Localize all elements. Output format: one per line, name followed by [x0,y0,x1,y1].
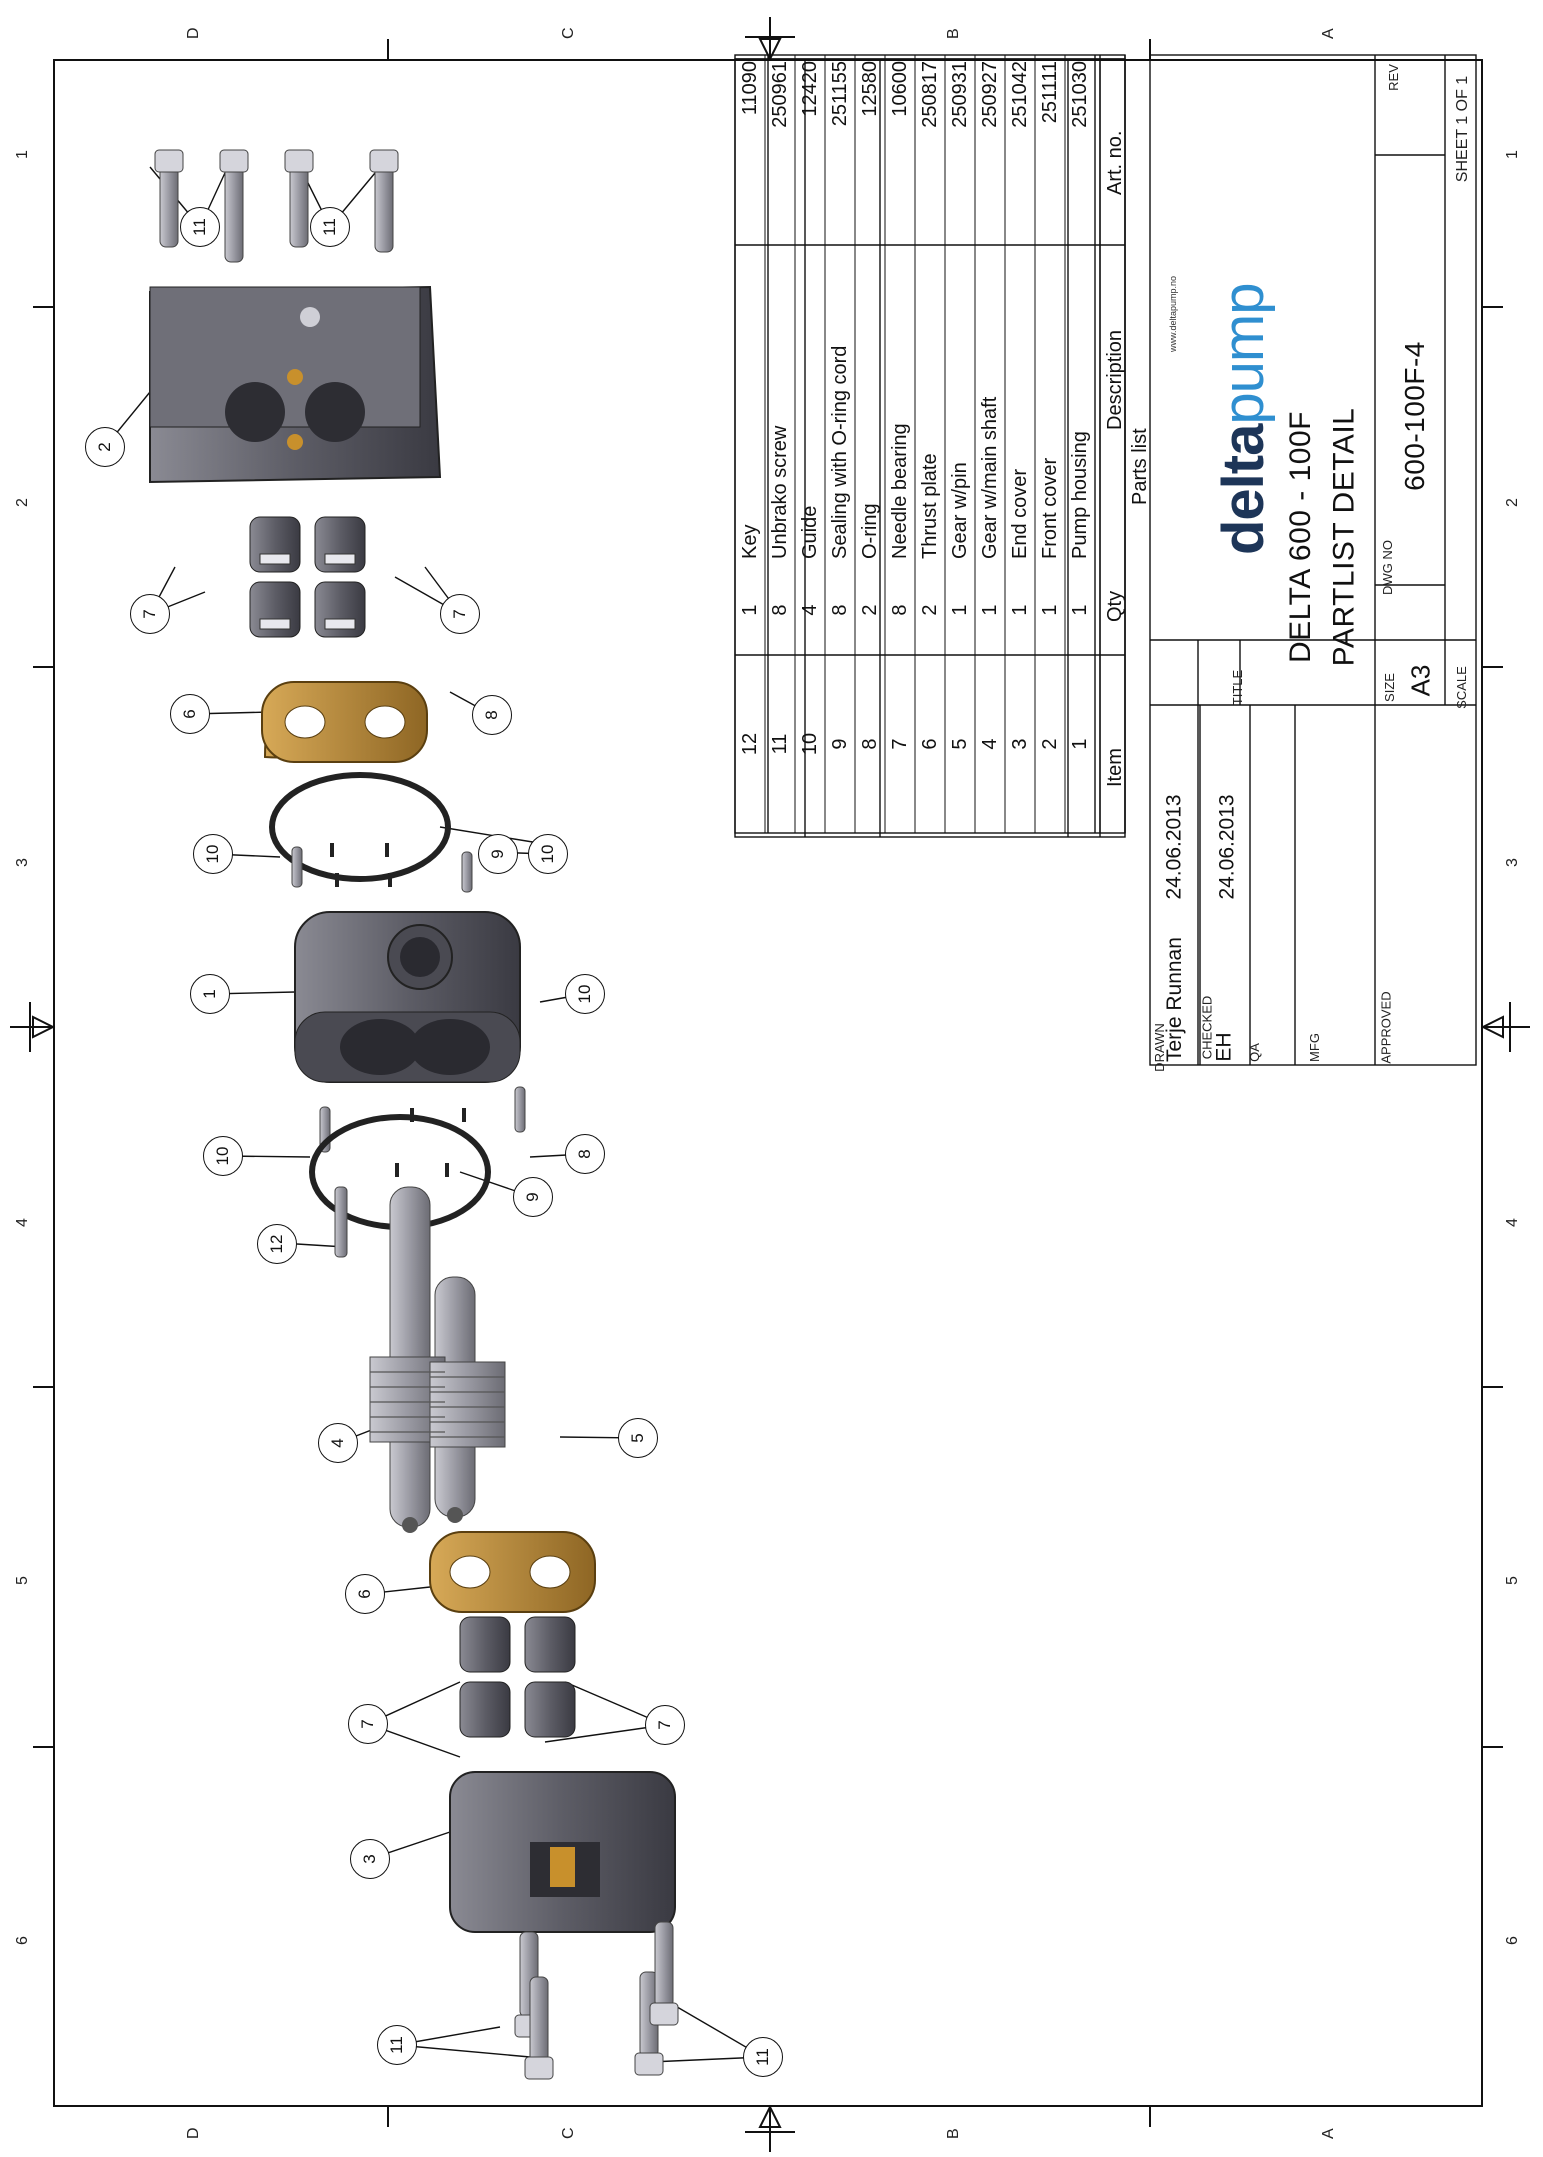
row-qty: 1 [1009,604,1031,616]
header-item: Item [1104,748,1126,787]
mfg-label: MFG [1306,1033,1322,1062]
key [334,1186,348,1258]
parts-list-caption: Parts list [1129,428,1151,505]
row-qty: 1 [949,604,971,616]
title-line-2: PARTLIST DETAIL [1327,407,1361,667]
row-qty: 2 [859,604,881,616]
row-qty: 4 [799,604,821,616]
row-qty: 2 [919,604,941,616]
logo-url: www.deltapump.no [1168,275,1178,352]
row-description: Gear w/main shaft [979,396,1001,559]
header-art-no: Art. no. [1104,130,1126,195]
o-ring-upper [269,772,451,882]
row-description: Gear w/pin [949,462,971,559]
row-description: Pump housing [1069,431,1091,559]
row-qty: 8 [829,604,851,616]
row-description: Thrust plate [919,453,941,559]
row-art-no: 250931 [949,61,971,128]
row-description: Key [739,524,761,559]
row-item: 9 [829,738,851,750]
thrust-plate-upper [261,681,428,763]
checked-date: 24.06.2013 [1215,794,1239,900]
row-art-no: 251155 [829,61,851,127]
guides-upper [291,846,473,893]
row-art-no: 250927 [979,61,1001,128]
thrust-plate-lower [429,1531,596,1613]
title-line-1: DELTA 600 - 100F [1284,410,1318,664]
row-description: O-ring [859,503,881,559]
needle-bearings-upper [249,516,366,638]
drawn-by: Terje Runnan [1163,937,1186,1062]
sealing-pins-lower [395,1108,466,1177]
logo-part-pump: pump [1211,283,1276,425]
pump-housing [294,911,521,1083]
dwg-no-value: 600-100F-4 [1398,341,1430,491]
needle-bearings-lower [459,1616,576,1738]
dwg-no-label: DWG NO [1379,540,1395,595]
size-value: A3 [1405,664,1436,697]
size-label: SIZE [1381,673,1397,702]
checked-by: EH [1212,1032,1236,1062]
row-art-no: 11090 [739,61,761,116]
logo-part-delta: delta [1211,424,1276,555]
front-cover [149,285,442,484]
row-item: 4 [979,738,1001,750]
row-description: Front cover [1039,457,1061,559]
scale-label: SCALE [1453,666,1469,709]
title-label: TITLE [1230,669,1246,706]
row-description: End cover [1009,468,1031,559]
unbrako-screws-group [154,149,399,263]
row-item: 2 [1039,738,1061,750]
row-description: Guide [799,505,821,559]
row-item: 1 [1069,738,1091,750]
row-item: 3 [1009,738,1031,750]
row-art-no: 250961 [769,61,791,128]
row-art-no: 10600 [889,61,911,117]
row-item: 7 [889,738,911,750]
row-art-no: 251111 [1039,61,1061,124]
row-item: 11 [769,733,791,755]
row-description: Needle bearing [889,423,911,559]
sealing-pins-upper [330,843,392,887]
gear-shafts [369,1186,506,1533]
row-qty: 1 [1039,604,1061,616]
sheet-number: SHEET 1 OF 1 [1454,75,1472,183]
row-art-no: 251042 [1009,61,1031,128]
row-item: 8 [859,738,881,750]
row-qty: 1 [1069,604,1091,616]
row-qty: 1 [739,604,761,616]
row-art-no: 251030 [1069,61,1091,128]
end-cover [449,1771,676,1933]
row-art-no: 12580 [859,61,881,117]
row-item: 12 [739,732,761,756]
rev-label: REV [1385,64,1401,91]
unbrako-screws-lower-group [514,1921,679,2080]
row-item: 5 [949,738,971,750]
row-qty: 8 [769,604,791,616]
row-qty: 8 [889,604,911,616]
row-art-no: 12420 [799,61,821,117]
approved-label: APPROVED [1378,991,1394,1064]
row-description: Sealing with O-ring cord [829,345,851,559]
drawn-date: 24.06.2013 [1162,794,1186,900]
row-qty: 1 [979,604,1001,616]
header-qty: Qty [1104,590,1126,622]
qa-label: QA [1246,1043,1262,1062]
row-description: Unbrako screw [769,425,791,559]
row-item: 10 [799,732,821,756]
row-item: 6 [919,738,941,750]
row-art-no: 250817 [919,61,941,128]
